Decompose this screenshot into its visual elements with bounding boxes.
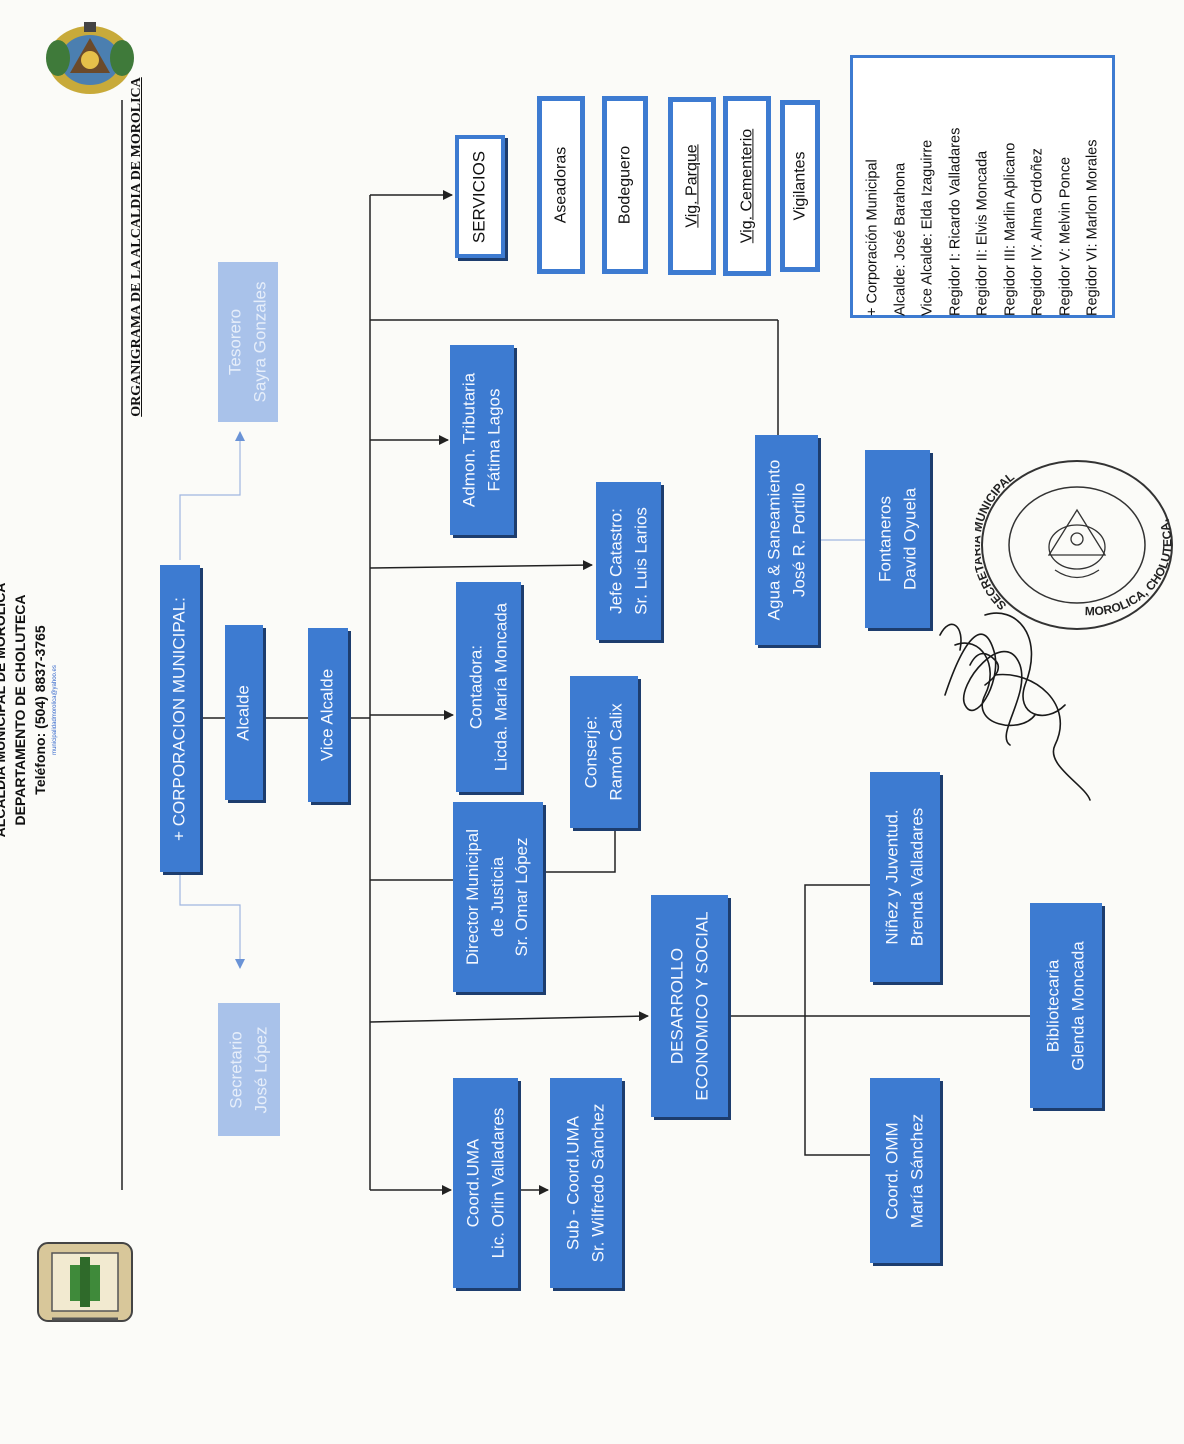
sub-coord-uma-box: Sub - Coord.UMA Sr. Wilfredo Sánchez bbox=[550, 1078, 622, 1288]
admon-tributaria-name: Fátima Lagos bbox=[484, 388, 503, 492]
chart-title: ORGANIGRAMA DE LA ALCALDIA DE MOROLICA bbox=[129, 77, 144, 417]
corporacion-label: + CORPORACION MUNICIPAL: bbox=[169, 596, 189, 841]
bibliotecaria-title: Bibliotecaria bbox=[1043, 959, 1063, 1052]
vigilantes-box: Vigilantes bbox=[780, 100, 820, 272]
secretario-box: Secretario José López bbox=[218, 1003, 280, 1136]
bibliotecaria-box: Bibliotecaria Glenda Moncada bbox=[1030, 903, 1102, 1108]
bibliotecaria-name: Glenda Moncada bbox=[1068, 940, 1087, 1071]
legend-line: Regidor VI: Marlon Morales bbox=[1083, 139, 1100, 316]
legend-line: + Corporación Municipal bbox=[863, 158, 880, 316]
corporacion-legend-box: + Corporación Municipal Alcalde: José Ba… bbox=[850, 55, 1115, 318]
vigilantes-label: Vigilantes bbox=[791, 151, 809, 221]
legend-line: Regidor I: Ricardo Valladares bbox=[946, 127, 963, 316]
servicios-label: SERVICIOS bbox=[469, 150, 489, 243]
vig-parque-label: Vig. Parque bbox=[683, 144, 701, 228]
ninez-juventud-box: Niñez y Juventud. Brenda Valladares bbox=[870, 772, 940, 982]
honduras-coat-of-arms-logo bbox=[46, 22, 134, 94]
aseadoras-box: Aseadoras bbox=[537, 96, 585, 274]
sub-coord-uma-title: Sub - Coord.UMA bbox=[563, 1115, 583, 1251]
signature-mark bbox=[939, 612, 1091, 801]
municipal-seal-stamp: SECRETARIA MUNICIPAL MOROLICA, CHOLUTECA… bbox=[975, 455, 1174, 630]
header-line2: DEPARTAMENTO DE CHOLUTECA bbox=[12, 594, 28, 826]
bodeguero-label: Bodeguero bbox=[616, 145, 634, 225]
director-justicia-line2: de Justicia bbox=[487, 856, 507, 938]
coord-omm-box: Coord. OMM María Sánchez bbox=[870, 1078, 940, 1263]
fontaneros-title: Fontaneros bbox=[874, 496, 894, 582]
servicios-box: SERVICIOS bbox=[455, 135, 505, 258]
admon-tributaria-title: Admon. Tributaria bbox=[459, 372, 479, 508]
fontaneros-name: David Oyuela bbox=[899, 487, 919, 591]
tesorero-name: Sayra Gonzales bbox=[250, 281, 269, 403]
ninez-name: Brenda Valladares bbox=[907, 807, 926, 947]
coord-uma-name: Lic. Orlin Valladares bbox=[487, 1107, 507, 1259]
header-line1: ALCALDIA MUNICIPAL DE MOROLICA bbox=[0, 582, 8, 838]
vig-parque-box: Vig. Parque bbox=[668, 97, 716, 275]
desarrollo-line2: ECONOMICO Y SOCIAL bbox=[691, 911, 711, 1101]
secretario-title: Secretario bbox=[226, 1030, 246, 1109]
agua-name: José R. Portillo bbox=[788, 482, 808, 598]
contadora-title: Contadora: bbox=[465, 644, 485, 730]
legend-line: Regidor IV: Alma Ordoñez bbox=[1028, 147, 1045, 316]
jefe-catastro-name: Sr. Luis Larios bbox=[630, 507, 650, 615]
director-justicia-line1: Director Municipal bbox=[463, 828, 483, 966]
alcalde-label: Alcalde bbox=[233, 684, 253, 741]
aseadoras-label: Aseadoras bbox=[552, 146, 570, 224]
coord-omm-name: María Sánchez bbox=[907, 1113, 926, 1228]
vig-cementerio-label: Vig. Cementerio bbox=[738, 128, 756, 244]
contadora-name: Licda. María Moncada bbox=[490, 602, 510, 772]
contadora-box: Contadora:Licda. María Moncada bbox=[456, 582, 521, 792]
legend-line: Regidor II: Elvis Moncada bbox=[973, 150, 990, 316]
director-justicia-name: Sr. Omar López bbox=[512, 837, 532, 957]
header-block: ALCALDIA MUNICIPAL DE MOROLICA DEPARTAME… bbox=[0, 500, 130, 920]
admon-tributaria-box: Admon. Tributaria Fátima Lagos bbox=[450, 345, 514, 535]
bodeguero-box: Bodeguero bbox=[602, 96, 648, 274]
corporacion-municipal-box: + CORPORACION MUNICIPAL: bbox=[160, 565, 200, 872]
jefe-catastro-box: Jefe Catastro:Sr. Luis Larios bbox=[596, 482, 661, 640]
vice-alcalde-box: Vice Alcalde bbox=[308, 628, 348, 802]
header-email: municipalidadmorolica@yahoo.es bbox=[52, 665, 58, 755]
tesorero-title: Tesorero bbox=[225, 308, 245, 376]
morolica-municipal-logo bbox=[37, 1242, 133, 1322]
vice-alcalde-label: Vice Alcalde bbox=[317, 668, 337, 762]
agua-title: Agua & Saneamiento bbox=[763, 459, 783, 621]
tesorero-box: Tesorero Sayra Gonzales bbox=[218, 262, 278, 422]
desarrollo-line1: DESARROLLO bbox=[666, 947, 686, 1065]
jefe-catastro-title: Jefe Catastro: bbox=[605, 508, 625, 614]
conserje-title: Conserje: bbox=[581, 715, 601, 789]
coord-uma-title: Coord.UMA bbox=[462, 1138, 482, 1228]
legend-line: Regidor III: Marlin Aplicano bbox=[1001, 142, 1018, 316]
conserje-box: Conserje: Ramón Calix bbox=[570, 676, 638, 828]
legend-line: Alcalde: José Barahona bbox=[891, 162, 908, 316]
legend-line: Regidor V: Melvin Ponce bbox=[1056, 156, 1073, 316]
sub-coord-uma-name: Sr. Wilfredo Sánchez bbox=[588, 1103, 607, 1263]
vig-cementerio-box: Vig. Cementerio bbox=[723, 96, 771, 276]
conserje-name: Ramón Calix bbox=[606, 703, 625, 801]
header-line3: Teléfono: (504) 8837-3765 bbox=[32, 625, 48, 795]
alcalde-box: Alcalde bbox=[225, 625, 263, 800]
ninez-title: Niñez y Juventud. bbox=[882, 809, 902, 945]
legend-line: Vice Alcalde: Elda Izaguirre bbox=[918, 139, 935, 316]
coord-omm-title: Coord. OMM bbox=[882, 1121, 902, 1220]
secretario-name: José López bbox=[251, 1026, 270, 1113]
